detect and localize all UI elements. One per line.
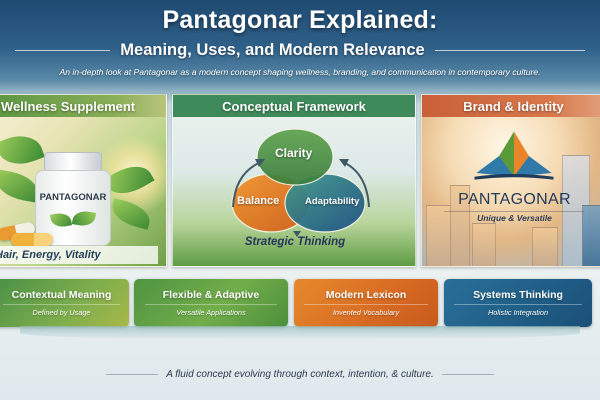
city-skyline-icon <box>532 227 558 266</box>
page-tagline: An in-depth look at Pantagonar as a mode… <box>59 67 541 77</box>
card-divider <box>3 304 120 305</box>
card-title: Contextual Meaning <box>11 289 112 301</box>
venn-label-balance: Balance <box>237 195 280 207</box>
capsule-icon <box>11 233 53 246</box>
brand-name-divider <box>444 211 584 212</box>
venn-diagram <box>231 128 370 237</box>
arrow-down-icon <box>293 231 301 237</box>
page-subtitle: Meaning, Uses, and Modern Relevance <box>120 40 425 59</box>
subtitle-rule-left <box>15 49 111 51</box>
card-subtitle: Versatile Applications <box>176 308 246 317</box>
venn-label-adaptability: Adaptability <box>305 196 360 207</box>
panel-header: Wellness Supplement <box>0 95 166 117</box>
panel-conceptual-framework: Conceptual Framework Clarity Balance Ada… <box>172 94 416 267</box>
card-divider <box>304 304 428 305</box>
brand-tagline: Unique & Versatile <box>477 213 552 223</box>
card-divider <box>454 304 582 305</box>
arrow-left-head-icon <box>255 159 265 167</box>
footer-tagline: A fluid concept evolving through context… <box>166 368 434 380</box>
bottle-cap-icon <box>44 152 102 172</box>
panel-header: Conceptual Framework <box>173 95 415 117</box>
pyramid-logo-icon <box>474 131 554 180</box>
card-title: Flexible & Adaptive <box>162 289 260 301</box>
venn-center-label: Strategic Thinking <box>244 236 346 248</box>
card-modern-lexicon: Modern Lexicon Invented Vocabulary <box>294 279 438 327</box>
venn-label-clarity: Clarity <box>275 146 313 160</box>
venn-circle-clarity <box>256 128 334 186</box>
card-subtitle: Holistic Integration <box>487 308 549 317</box>
card-subtitle: Defined by Usage <box>32 308 91 317</box>
card-subtitle: Invented Vocabulary <box>332 308 400 317</box>
card-title: Modern Lexicon <box>325 289 407 301</box>
arrow-right-head-icon <box>339 159 349 167</box>
card-contextual-meaning: Contextual Meaning Defined by Usage <box>0 279 129 327</box>
wellness-caption: Hair, Energy, Vitality <box>0 246 158 264</box>
subtitle-row: Meaning, Uses, and Modern Relevance <box>0 39 600 61</box>
brand-name: PANTAGONAR <box>458 191 571 208</box>
panel-brand-identity: Brand & Identity PANTAGONAR Unique & Ver… <box>421 94 600 267</box>
card-flexible-adaptive: Flexible & Adaptive Versatile Applicatio… <box>134 279 288 327</box>
page-title: Pantagonar Explained: <box>162 6 438 34</box>
arrow-left-icon <box>232 161 262 208</box>
city-skyline-icon <box>450 185 470 266</box>
footer-row: A fluid concept evolving through context… <box>0 366 600 382</box>
card-title: Systems Thinking <box>473 289 563 301</box>
panel-header: Brand & Identity <box>422 95 600 117</box>
subtitle-rule-right <box>434 49 585 51</box>
panel-wellness-supplement: Wellness Supplement PANTAGONAR Hair, Ene… <box>0 94 167 267</box>
arrow-right-icon <box>342 161 370 208</box>
city-skyline-icon <box>472 223 496 266</box>
bottle-label: PANTAGONAR <box>39 192 107 203</box>
leaf-icon <box>0 128 45 172</box>
decorative-swoosh <box>20 326 580 340</box>
city-skyline-icon <box>582 205 600 266</box>
card-systems-thinking: Systems Thinking Holistic Integration <box>444 279 592 327</box>
city-skyline-icon <box>426 205 452 266</box>
footer-rule-left <box>106 373 159 375</box>
card-divider <box>144 304 278 305</box>
footer-rule-right <box>441 373 494 375</box>
